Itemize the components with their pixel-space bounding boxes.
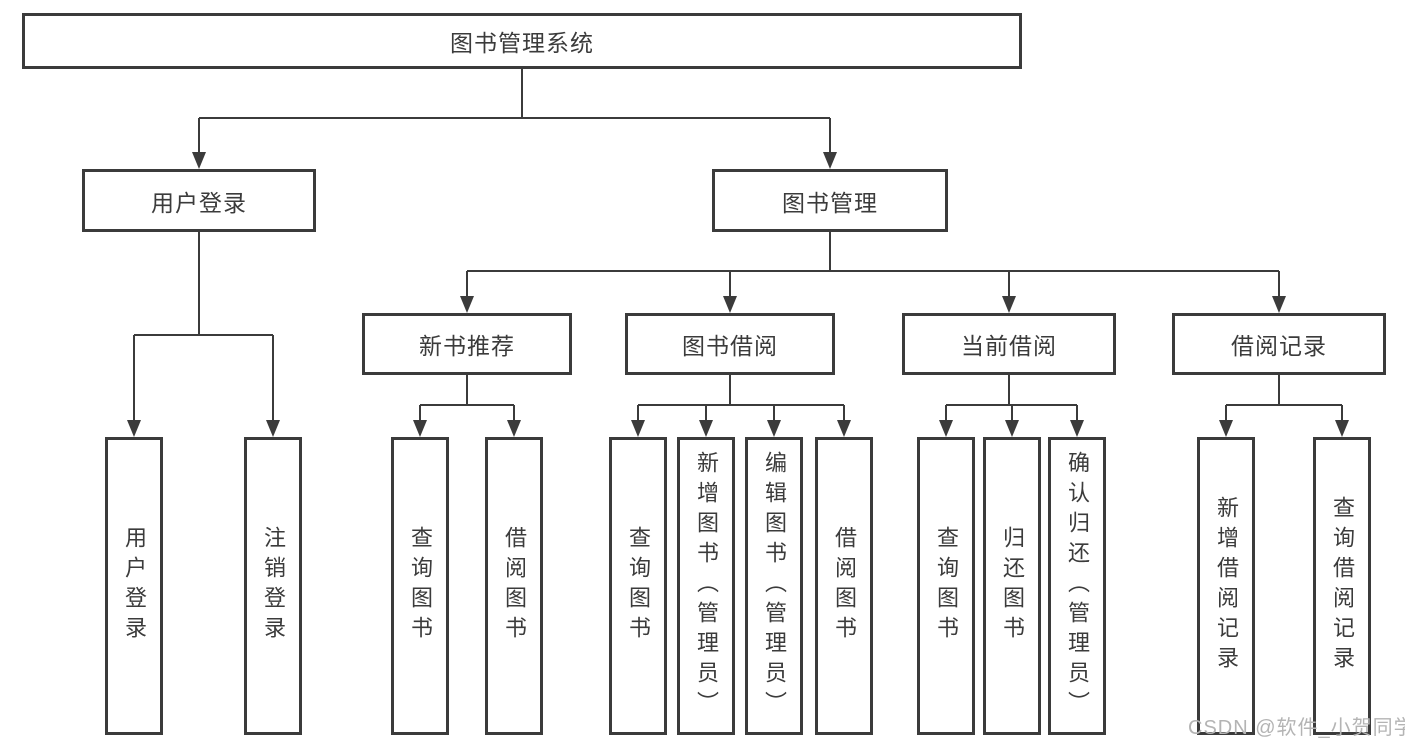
node-label: 图书管理系统: [450, 30, 594, 56]
node-label: 注销登录: [261, 526, 286, 646]
node-leaf-confirm-return-admin: 确认归还（管理员）: [1048, 437, 1106, 735]
node-leaf-return-books: 归还图书: [983, 437, 1041, 735]
node-label: 图书借阅: [682, 333, 778, 359]
csdn-watermark: CSDN @软件_小贺同学: [1188, 717, 1405, 739]
node-library-management-system: 图书管理系统: [22, 13, 1022, 69]
node-label: 查询图书: [934, 526, 959, 646]
node-label: 借阅图书: [832, 526, 857, 646]
node-label: 用户登录: [151, 189, 247, 216]
node-book-borrow: 图书借阅: [625, 313, 835, 375]
connector-new-books-to-leaves: [419, 375, 515, 422]
node-leaf-query-books-2: 查询图书: [609, 437, 667, 735]
node-leaf-add-borrow-record: 新增借阅记录: [1197, 437, 1255, 735]
node-user-login: 用户登录: [82, 169, 316, 232]
node-label: 确认归还（管理员）: [1065, 451, 1090, 721]
arrowheads: [127, 152, 1349, 437]
node-leaf-logout: 注销登录: [244, 437, 302, 735]
node-label: 查询图书: [626, 526, 651, 646]
connector-book-borrow-to-leaves: [637, 375, 845, 422]
connector-book-management-to-level3: [466, 232, 1280, 298]
connector-root-to-level2: [198, 69, 831, 154]
node-label: 用户登录: [122, 526, 147, 646]
node-label: 图书管理: [782, 189, 878, 216]
node-leaf-edit-books-admin: 编辑图书（管理员）: [745, 437, 803, 735]
node-book-management: 图书管理: [712, 169, 948, 232]
node-leaf-query-books-3: 查询图书: [917, 437, 975, 735]
connector-current-borrow-to-leaves: [945, 375, 1078, 422]
node-label: 编辑图书（管理员）: [762, 451, 787, 721]
node-leaf-query-books-1: 查询图书: [391, 437, 449, 735]
node-leaf-query-borrow-record: 查询借阅记录: [1313, 437, 1371, 735]
node-leaf-user-login: 用户登录: [105, 437, 163, 735]
node-borrow-records: 借阅记录: [1172, 313, 1386, 375]
node-leaf-borrow-books-1: 借阅图书: [485, 437, 543, 735]
node-label: 借阅图书: [502, 526, 527, 646]
node-label: 归还图书: [1000, 526, 1025, 646]
node-label: 当前借阅: [961, 333, 1057, 359]
node-leaf-borrow-books-2: 借阅图书: [815, 437, 873, 735]
node-label: 查询借阅记录: [1330, 496, 1355, 676]
node-new-book-recommend: 新书推荐: [362, 313, 572, 375]
node-label: 查询图书: [408, 526, 433, 646]
node-leaf-add-books-admin: 新增图书（管理员）: [677, 437, 735, 735]
node-label: 借阅记录: [1231, 333, 1327, 359]
node-current-borrow: 当前借阅: [902, 313, 1116, 375]
node-label: 新增图书（管理员）: [694, 451, 719, 721]
connector-borrow-records-to-leaves: [1225, 375, 1343, 422]
node-label: 新书推荐: [419, 333, 515, 359]
connector-user-login-to-leaves: [133, 232, 274, 422]
node-label: 新增借阅记录: [1214, 496, 1239, 676]
